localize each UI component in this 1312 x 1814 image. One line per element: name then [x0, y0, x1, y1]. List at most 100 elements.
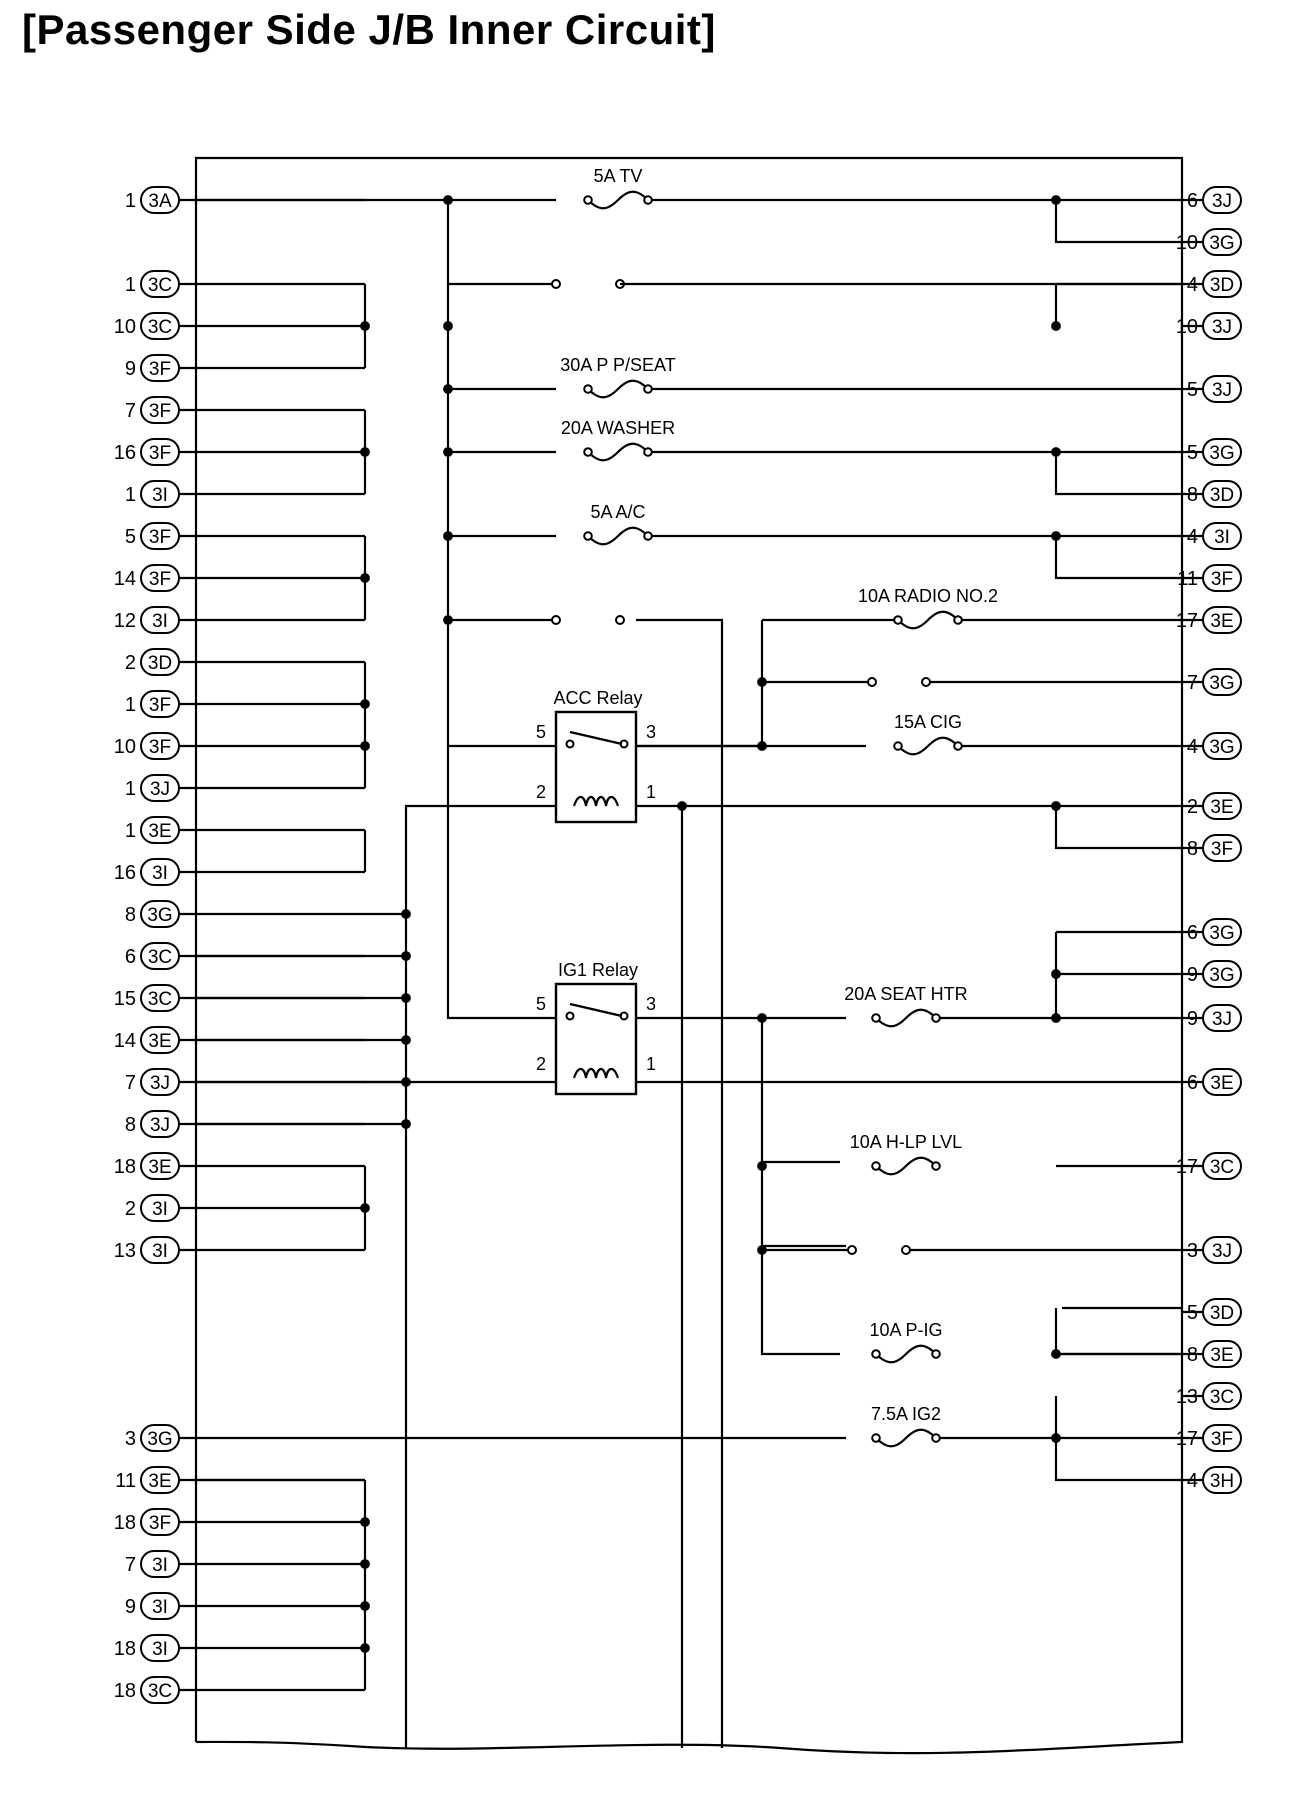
junction-dot: [1051, 801, 1061, 811]
connector-id: 3J: [150, 1115, 170, 1136]
fuse-terminal: [643, 384, 653, 394]
connector-pin-number: 3: [125, 1428, 136, 1450]
connector-id: 3E: [148, 1471, 171, 1492]
connector-id: 3G: [1209, 233, 1234, 254]
junction-dot: [443, 615, 453, 625]
connector-pin-number: 1: [125, 190, 136, 212]
fuse-terminal: [583, 384, 593, 394]
connector-pin-number: 5: [1187, 1302, 1198, 1324]
connector-id: 3I: [152, 1241, 168, 1262]
relay-pin-number: 5: [536, 722, 546, 742]
connector-badge: [1202, 1236, 1242, 1264]
connector-id: 3F: [1211, 1429, 1233, 1450]
connector-id: 3F: [149, 1513, 171, 1534]
connector-pin-number: 15: [114, 988, 136, 1010]
connector-pin-number: 4: [1187, 736, 1198, 758]
junction-dot: [443, 195, 453, 205]
connector-id: 3J: [1212, 1241, 1232, 1262]
connector-pin-number: 9: [1187, 1008, 1198, 1030]
connector-pin-number: 2: [125, 652, 136, 674]
connector-pin-number: 7: [125, 1554, 136, 1576]
connector-pin-number: 9: [125, 358, 136, 380]
connector-badge: [140, 270, 180, 298]
open-terminal: [921, 677, 931, 687]
connector-id: 3J: [150, 1073, 170, 1094]
fuse-terminal: [643, 531, 653, 541]
relay-pin-number: 3: [646, 994, 656, 1014]
connector-id: 3I: [152, 485, 168, 506]
junction-dot: [443, 531, 453, 541]
connector-badge: [140, 942, 180, 970]
connector-id: 3G: [147, 905, 172, 926]
connector-badge: [1202, 1382, 1242, 1410]
connector-pin-number: 6: [1187, 1072, 1198, 1094]
connector-badge: [140, 1676, 180, 1704]
connector-pin-number: 8: [125, 1114, 136, 1136]
connector-pin-number: 16: [114, 862, 136, 884]
connector-badge: [1202, 1004, 1242, 1032]
connector-badge: [140, 1026, 180, 1054]
connector-badge: [140, 186, 180, 214]
connector-id: 3C: [148, 317, 172, 338]
connector-id: 3J: [1212, 191, 1232, 212]
connector-pin-number: 11: [1177, 568, 1198, 590]
connector-id: 3C: [148, 275, 172, 296]
connector-id: 3C: [1210, 1157, 1234, 1178]
connector-id: 3E: [148, 821, 171, 842]
connector-pin-number: 18: [114, 1638, 136, 1660]
junction-dot: [1051, 195, 1061, 205]
connector-id: 3I: [1214, 527, 1230, 548]
fuse-element: [875, 1008, 937, 1028]
connector-badge: [140, 1508, 180, 1536]
fuse: 20A WASHER: [561, 418, 675, 462]
connector-badge: [140, 564, 180, 592]
connector-pin-number: 7: [125, 400, 136, 422]
connector-id: 3C: [148, 1681, 172, 1702]
relay-label: IG1 Relay: [558, 960, 638, 980]
open-terminal: [901, 1245, 911, 1255]
junction-dot: [360, 1601, 370, 1611]
junction-dot: [1051, 969, 1061, 979]
fuse-element: [587, 442, 649, 462]
connector-badge: [1202, 1068, 1242, 1096]
fuse: 5A TV: [583, 166, 653, 210]
junction-dot: [1051, 447, 1061, 457]
fuse-terminal: [871, 1349, 881, 1359]
fuse-element: [587, 190, 649, 210]
connector-badge: [140, 732, 180, 760]
junction-dot: [360, 1643, 370, 1653]
fuse-terminal: [583, 195, 593, 205]
connector-id: 3F: [149, 569, 171, 590]
connector-id: 3D: [1210, 275, 1234, 296]
connector-pin-number: 18: [114, 1680, 136, 1702]
connector-badge: [140, 354, 180, 382]
junction-dot: [1051, 1013, 1061, 1023]
connector-pin-number: 4: [1187, 526, 1198, 548]
connector-badge: [1202, 564, 1242, 592]
connector-badge: [1202, 1152, 1242, 1180]
connector-badge: [1202, 228, 1242, 256]
right-connector: 10 3G: [1176, 228, 1242, 256]
connector-pin-number: 8: [1187, 1344, 1198, 1366]
connector-pin-number: 1: [125, 274, 136, 296]
connector-pin-number: 6: [1187, 922, 1198, 944]
connector-badge: [140, 438, 180, 466]
connector-pin-number: 10: [1176, 232, 1198, 254]
